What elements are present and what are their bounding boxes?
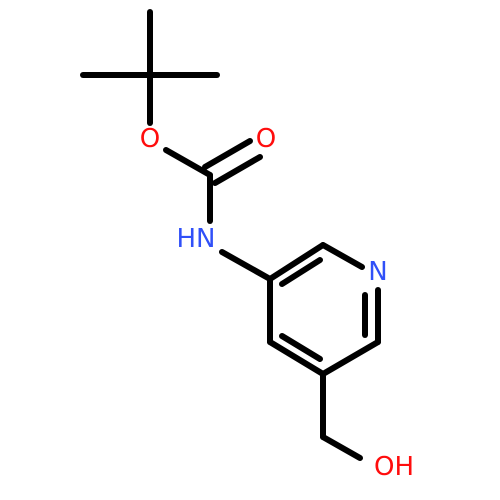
atom-ester-oxygen: O — [140, 124, 160, 154]
bond-oxygen-carbonyl-carbon — [163, 147, 213, 178]
atom-label-layer: O O HN N OH — [140, 124, 414, 482]
atom-ring-nitrogen: N — [368, 257, 387, 287]
bond-ring-c6-c5 — [320, 339, 381, 377]
bond-carbonyl-double-b — [212, 154, 263, 186]
bond-ring-c3-c2 — [267, 242, 326, 282]
atom-amide-nitrogen: HN — [177, 224, 216, 254]
atom-hydroxyl-group: OH — [374, 452, 414, 482]
bond-layer — [80, 9, 381, 461]
bond-nitrogen-ring — [219, 249, 273, 282]
bond-ring-c2-n1 — [320, 242, 365, 270]
atom-carbonyl-oxygen: O — [256, 124, 276, 154]
bond-ring-c5-c4 — [267, 339, 326, 377]
bond-carbonyl-double-a — [202, 138, 253, 170]
bond-ring-c3-c2-inner — [279, 257, 323, 287]
bond-ch2-oh — [320, 434, 363, 461]
bond-ring-c5-c4-inner — [279, 333, 323, 362]
